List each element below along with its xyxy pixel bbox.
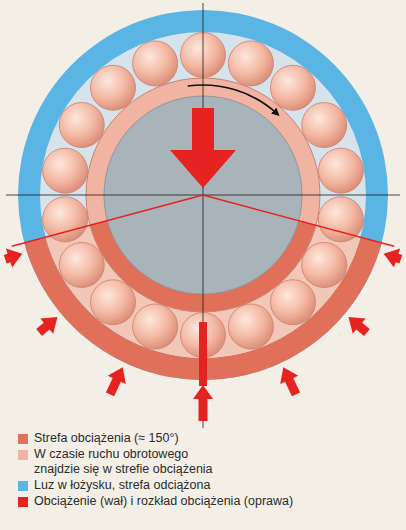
load-zone-boundary (12, 195, 203, 246)
legend-row: Obciążenie (wał) i rozkład obciążenia (o… (18, 494, 293, 509)
ball (302, 243, 347, 288)
ball (228, 304, 273, 349)
legend-swatch (18, 434, 28, 444)
ball (270, 280, 315, 325)
legend-text: Luz w łożysku, strefa odciążona (34, 478, 210, 493)
ball (43, 197, 88, 242)
housing-load-arrow (349, 317, 370, 336)
housing-load-arrow (280, 367, 300, 396)
load-zone-boundary (203, 195, 394, 246)
housing-load-arrow-shaft (199, 322, 207, 386)
housing-load-arrow (106, 367, 126, 396)
housing-load-arrow (36, 317, 57, 336)
legend-row: W czasie ruchu obrotowego znajdzie się w… (18, 447, 293, 477)
ball (91, 65, 136, 110)
legend-text: W czasie ruchu obrotowego znajdzie się w… (34, 447, 224, 477)
ball (270, 65, 315, 110)
housing-load-arrow (4, 249, 23, 268)
ball (318, 197, 363, 242)
legend-swatch (18, 481, 28, 491)
legend-row: Luz w łożysku, strefa odciążona (18, 478, 293, 493)
legend-swatch (18, 497, 28, 507)
ball (228, 41, 273, 86)
ball (91, 280, 136, 325)
ball (133, 41, 178, 86)
legend: Strefa obciążenia (≈ 150°)W czasie ruchu… (18, 431, 293, 510)
housing-load-arrow (193, 385, 213, 421)
legend-row: Strefa obciążenia (≈ 150°) (18, 431, 293, 446)
load-arrows (4, 3, 402, 428)
housing-load-arrow (384, 249, 403, 268)
ball (318, 148, 363, 193)
legend-text: Strefa obciążenia (≈ 150°) (34, 431, 179, 446)
ball (133, 304, 178, 349)
legend-text: Obciążenie (wał) i rozkład obciążenia (o… (34, 494, 293, 509)
ball (302, 103, 347, 148)
ball (59, 103, 104, 148)
ball (59, 243, 104, 288)
legend-swatch (18, 450, 28, 460)
ball (43, 148, 88, 193)
shaft-load-arrow (170, 108, 236, 188)
